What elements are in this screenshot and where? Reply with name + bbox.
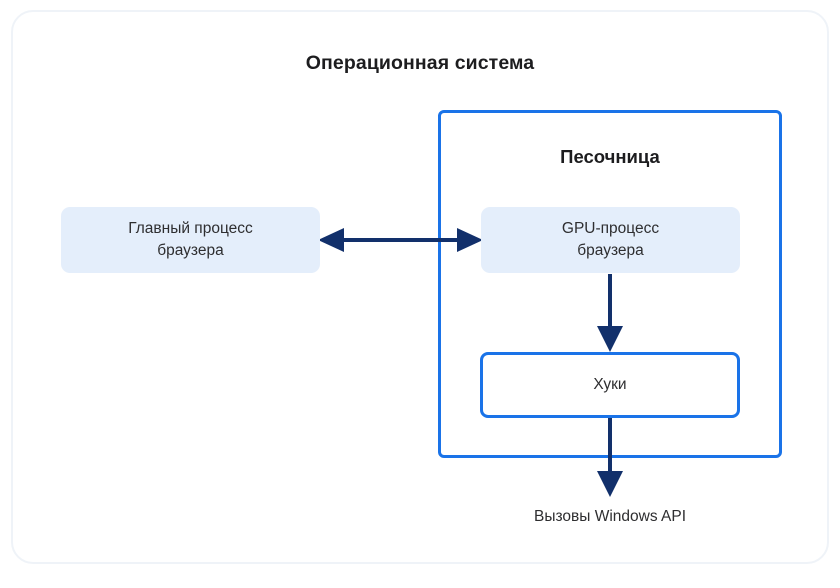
node-hooks[interactable]: Хуки (480, 352, 740, 418)
node-main-browser-process[interactable]: Главный процесс браузера (61, 207, 320, 273)
node-gpu-browser-process[interactable]: GPU-процесс браузера (481, 207, 740, 273)
node-gpu-browser-process-line1: GPU-процесс (561, 220, 660, 237)
node-gpu-browser-process-line2: браузера (577, 242, 644, 259)
node-windows-api-calls: Вызовы Windows API (533, 508, 687, 525)
node-hooks-label: Хуки (593, 376, 627, 393)
page-title: Операционная система (305, 52, 535, 74)
sandbox-label: Песочница (560, 146, 660, 167)
node-main-browser-process-line2: браузера (157, 242, 224, 259)
node-main-browser-process-line1: Главный процесс (128, 220, 253, 237)
diagram-card (11, 10, 829, 564)
